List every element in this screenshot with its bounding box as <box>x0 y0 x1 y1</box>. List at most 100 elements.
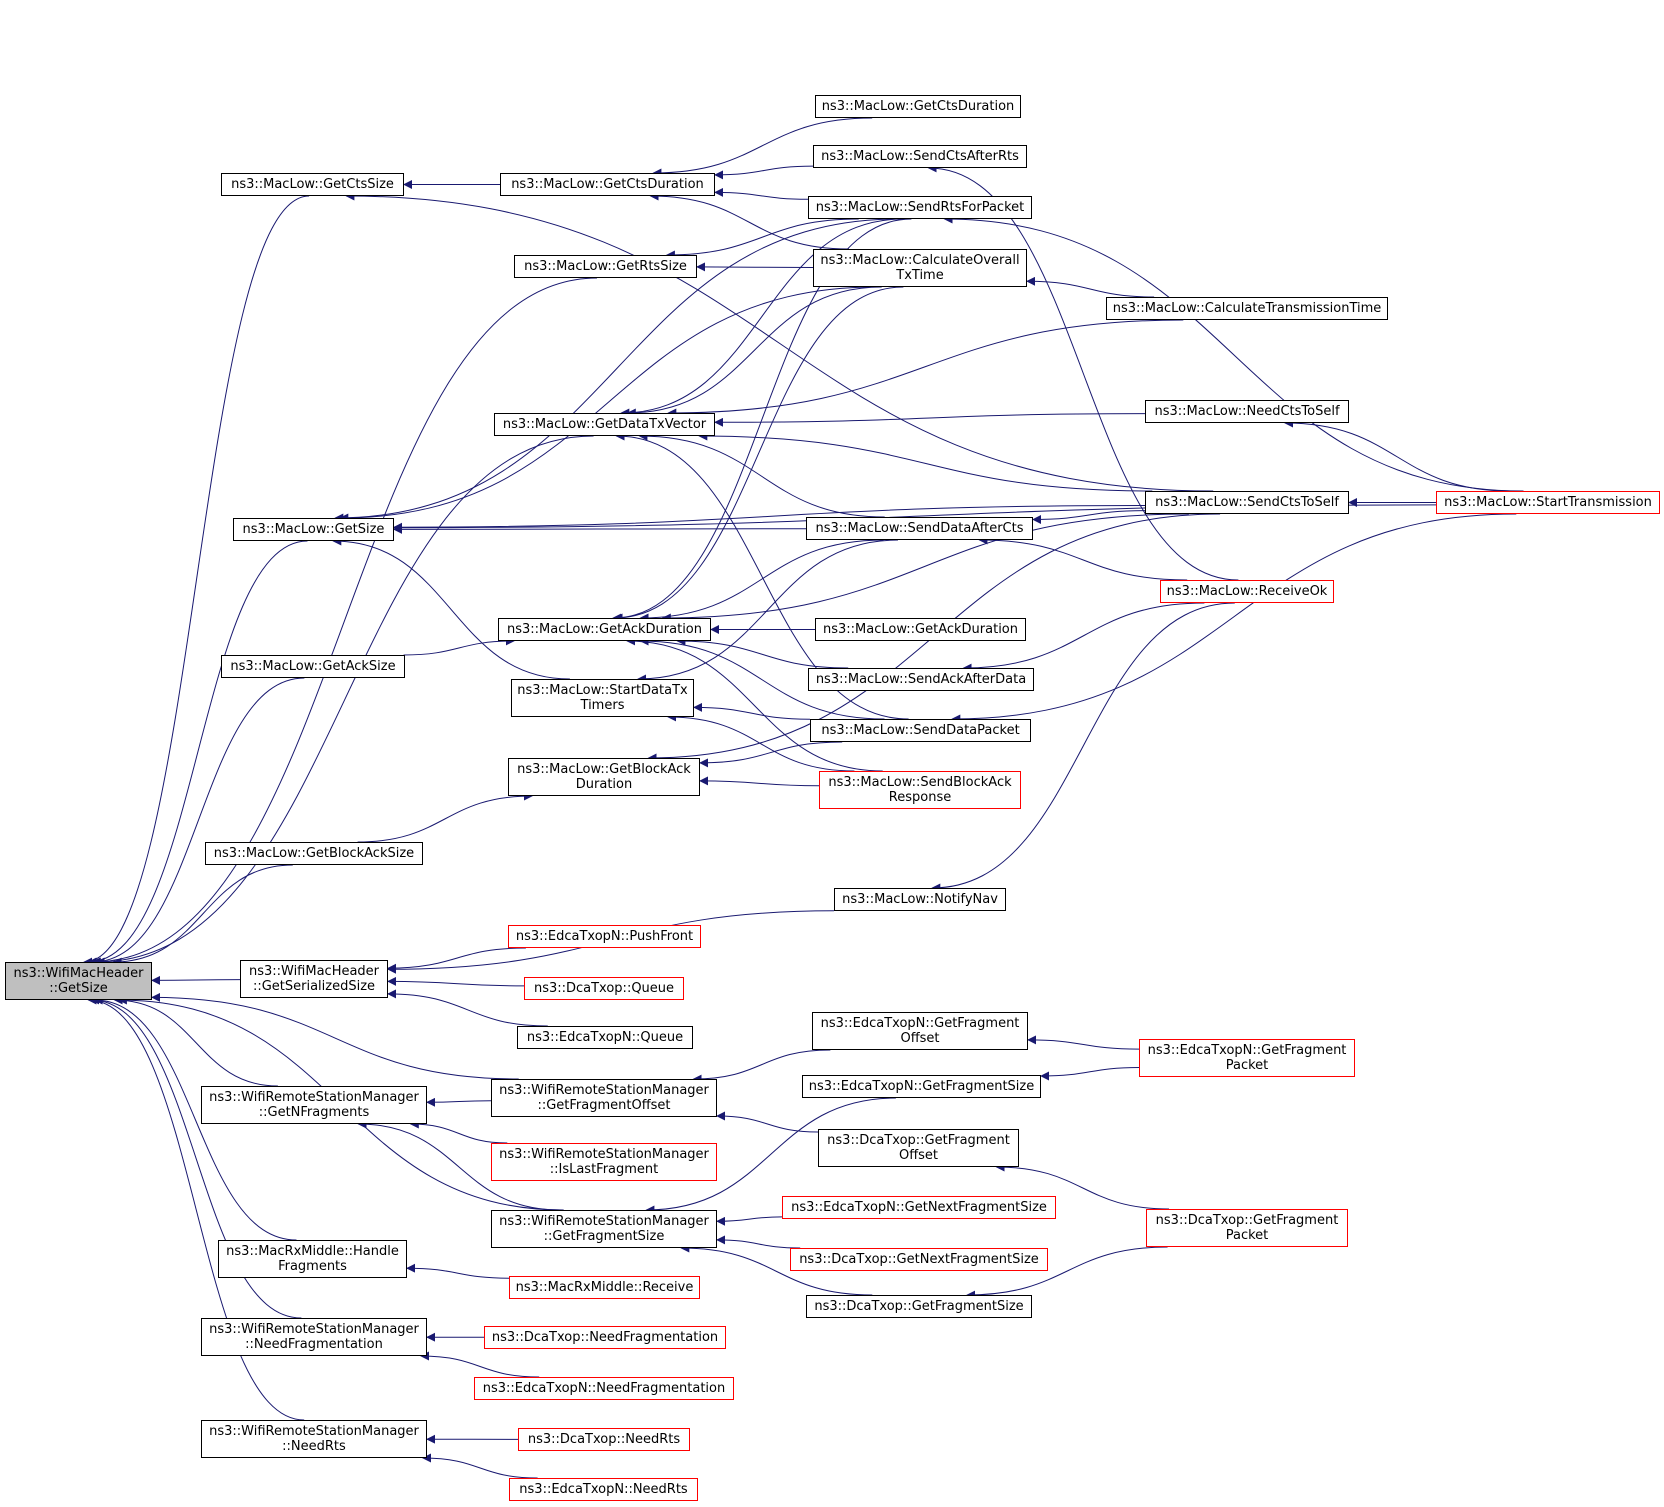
node-wrsm_islastfragment[interactable]: ns3::WifiRemoteStationManager::IsLastFra… <box>491 1143 717 1181</box>
node-getctsduration2[interactable]: ns3::MacLow::GetCtsDuration <box>815 95 1021 118</box>
node-wrsm_getfragoffset[interactable]: ns3::WifiRemoteStationManager::GetFragme… <box>491 1079 717 1117</box>
node-label-line: ns3::WifiMacHeader <box>248 964 380 979</box>
node-label-line: ns3::MacLow::SendCtsAfterRts <box>821 149 1019 164</box>
node-getackduration2[interactable]: ns3::MacLow::GetAckDuration <box>815 618 1026 641</box>
node-label-line: Timers <box>580 698 625 713</box>
node-label-line: ::GetFragmentOffset <box>537 1098 671 1113</box>
edge-edca_getfragpacket-to-edca_getfragsize <box>1040 1067 1140 1081</box>
edge-sendctsafterrts-to-getctsduration <box>714 165 814 180</box>
node-edca_pushfront[interactable]: ns3::EdcaTxopN::PushFront <box>508 925 701 948</box>
node-receiveok[interactable]: ns3::MacLow::ReceiveOk <box>1160 580 1334 603</box>
node-sendctstoself[interactable]: ns3::MacLow::SendCtsToSelf <box>1145 491 1349 514</box>
edge-senddataaftercts-to-getackduration <box>639 539 884 623</box>
node-label-line: ns3::MacLow::StartDataTx <box>517 683 688 698</box>
node-label-line: ns3::WifiRemoteStationManager <box>209 1090 419 1105</box>
edge-macrx_handlefrag-to-root <box>93 995 297 1241</box>
edge-sendblockackresponse-to-getackduration <box>626 636 883 772</box>
node-label-line: Offset <box>898 1148 939 1163</box>
edge-sendblockackresponse-to-getblockackduration <box>699 776 820 787</box>
node-label-line: Duration <box>575 777 633 792</box>
node-label-line: ns3::WifiMacHeader <box>13 966 144 981</box>
node-label-line: ::GetFragmentSize <box>543 1229 665 1244</box>
node-label-line: ns3::MacLow::GetSize <box>242 522 385 537</box>
node-dca_needrts[interactable]: ns3::DcaTxop::NeedRts <box>518 1428 690 1451</box>
node-notifynav[interactable]: ns3::MacLow::NotifyNav <box>834 888 1006 911</box>
node-label-line: ns3::MacRxMiddle::Handle <box>226 1244 399 1259</box>
node-wrsm_needfrag[interactable]: ns3::WifiRemoteStationManager::NeedFragm… <box>201 1318 427 1356</box>
node-label-line: ns3::MacLow::NotifyNav <box>842 892 998 907</box>
edge-dca_queue-to-getserializedsize <box>387 976 525 987</box>
edge-senddataaftercts-to-getsize <box>393 524 807 534</box>
node-label-line: ns3::MacLow::SendCtsToSelf <box>1155 495 1339 510</box>
node-senddatapacket[interactable]: ns3::MacLow::SendDataPacket <box>810 719 1031 742</box>
node-label-line: ns3::MacLow::GetCtsDuration <box>511 177 704 192</box>
edge-calcoverall-to-getackduration <box>613 286 904 623</box>
node-wrsm_needrts[interactable]: ns3::WifiRemoteStationManager::NeedRts <box>201 1420 427 1458</box>
node-label-line: Packet <box>1225 1058 1269 1073</box>
node-label-line: ns3::MacLow::GetBlockAckSize <box>213 846 415 861</box>
node-dca_getnextfragsize[interactable]: ns3::DcaTxop::GetNextFragmentSize <box>790 1248 1048 1271</box>
node-needctstoself[interactable]: ns3::MacLow::NeedCtsToSelf <box>1145 400 1349 423</box>
node-calctrans[interactable]: ns3::MacLow::CalculateTransmissionTime <box>1106 297 1388 320</box>
node-label-line: ns3::MacRxMiddle::Receive <box>515 1280 694 1295</box>
node-sendctsafterrts[interactable]: ns3::MacLow::SendCtsAfterRts <box>813 145 1027 168</box>
edge-starttransmission-to-needctstoself <box>1284 418 1511 492</box>
edge-sendrtsforpacket-to-getrtssize <box>665 218 859 260</box>
edge-starttransmission-to-sendrtsforpacket <box>943 214 1524 492</box>
node-label-line: ns3::WifiRemoteStationManager <box>499 1083 709 1098</box>
edge-calctrans-to-getdatatxvector <box>667 319 1184 418</box>
node-edca_getnextfragsize[interactable]: ns3::EdcaTxopN::GetNextFragmentSize <box>782 1196 1056 1219</box>
node-wrsm_getnfragments[interactable]: ns3::WifiRemoteStationManager::GetNFragm… <box>201 1086 427 1124</box>
edge-wrsm_needfrag-to-root <box>90 995 302 1319</box>
node-wrsm_getfragsize[interactable]: ns3::WifiRemoteStationManager::GetFragme… <box>491 1210 717 1248</box>
node-edca_queue[interactable]: ns3::EdcaTxopN::Queue <box>517 1026 693 1049</box>
node-starttransmission[interactable]: ns3::MacLow::StartTransmission <box>1436 491 1660 514</box>
edge-senddatapacket-to-getdatatxvector <box>615 431 909 720</box>
edge-getsize-to-root <box>87 540 308 967</box>
node-label-line: ns3::EdcaTxopN::GetNextFragmentSize <box>791 1200 1047 1215</box>
edge-senddataaftercts-to-getdatatxvector <box>638 431 885 518</box>
edge-getserializedsize-to-root <box>151 975 241 985</box>
node-sendrtsforpacket[interactable]: ns3::MacLow::SendRtsForPacket <box>808 196 1032 219</box>
node-dca_queue[interactable]: ns3::DcaTxop::Queue <box>524 977 684 1000</box>
node-dca_getfragsize[interactable]: ns3::DcaTxop::GetFragmentSize <box>806 1295 1032 1318</box>
edge-getacksize-to-getackduration <box>403 636 515 656</box>
node-label-line: ns3::MacLow::StartTransmission <box>1444 495 1652 510</box>
node-dca_needfrag[interactable]: ns3::DcaTxop::NeedFragmentation <box>484 1326 726 1349</box>
node-label-line: ns3::MacLow::SendAckAfterData <box>815 672 1027 687</box>
node-label-line: ::GetNFragments <box>258 1105 370 1120</box>
node-label-line: ns3::EdcaTxopN::GetFragment <box>1147 1043 1347 1058</box>
node-getdatatxvector[interactable]: ns3::MacLow::GetDataTxVector <box>494 413 715 436</box>
node-getblockacksize[interactable]: ns3::MacLow::GetBlockAckSize <box>205 842 423 865</box>
node-getctssize[interactable]: ns3::MacLow::GetCtsSize <box>221 173 404 196</box>
node-edca_needrts[interactable]: ns3::EdcaTxopN::NeedRts <box>509 1478 698 1501</box>
node-getsize[interactable]: ns3::MacLow::GetSize <box>233 518 394 541</box>
node-getserializedsize[interactable]: ns3::WifiMacHeader::GetSerializedSize <box>240 960 388 998</box>
node-label-line: ns3::MacLow::SendBlockAck <box>828 775 1012 790</box>
edge-getctssize-to-root <box>83 195 310 967</box>
node-senddataaftercts[interactable]: ns3::MacLow::SendDataAfterCts <box>806 517 1033 540</box>
node-edca_needfrag[interactable]: ns3::EdcaTxopN::NeedFragmentation <box>474 1377 734 1400</box>
node-label-line: TxTime <box>896 268 944 283</box>
edge-edca_getfragsize-to-wrsm_getfragsize <box>645 1097 896 1215</box>
node-getacksize[interactable]: ns3::MacLow::GetAckSize <box>221 655 405 678</box>
node-edca_getfragsize[interactable]: ns3::EdcaTxopN::GetFragmentSize <box>802 1075 1041 1098</box>
node-sendackafterdata[interactable]: ns3::MacLow::SendAckAfterData <box>808 668 1034 691</box>
node-label-line: ns3::MacLow::CalculateOverall <box>820 253 1020 268</box>
node-getctsduration[interactable]: ns3::MacLow::GetCtsDuration <box>500 173 715 196</box>
edge-starttransmission-to-senddatapacket <box>951 513 1517 724</box>
node-getackduration[interactable]: ns3::MacLow::GetAckDuration <box>498 618 711 641</box>
node-label-line: ns3::EdcaTxopN::NeedRts <box>519 1482 688 1497</box>
node-macrx_receive[interactable]: ns3::MacRxMiddle::Receive <box>509 1276 700 1299</box>
node-label-line: ns3::MacLow::GetBlockAck <box>517 762 691 777</box>
node-getrtssize[interactable]: ns3::MacLow::GetRtsSize <box>514 255 697 278</box>
